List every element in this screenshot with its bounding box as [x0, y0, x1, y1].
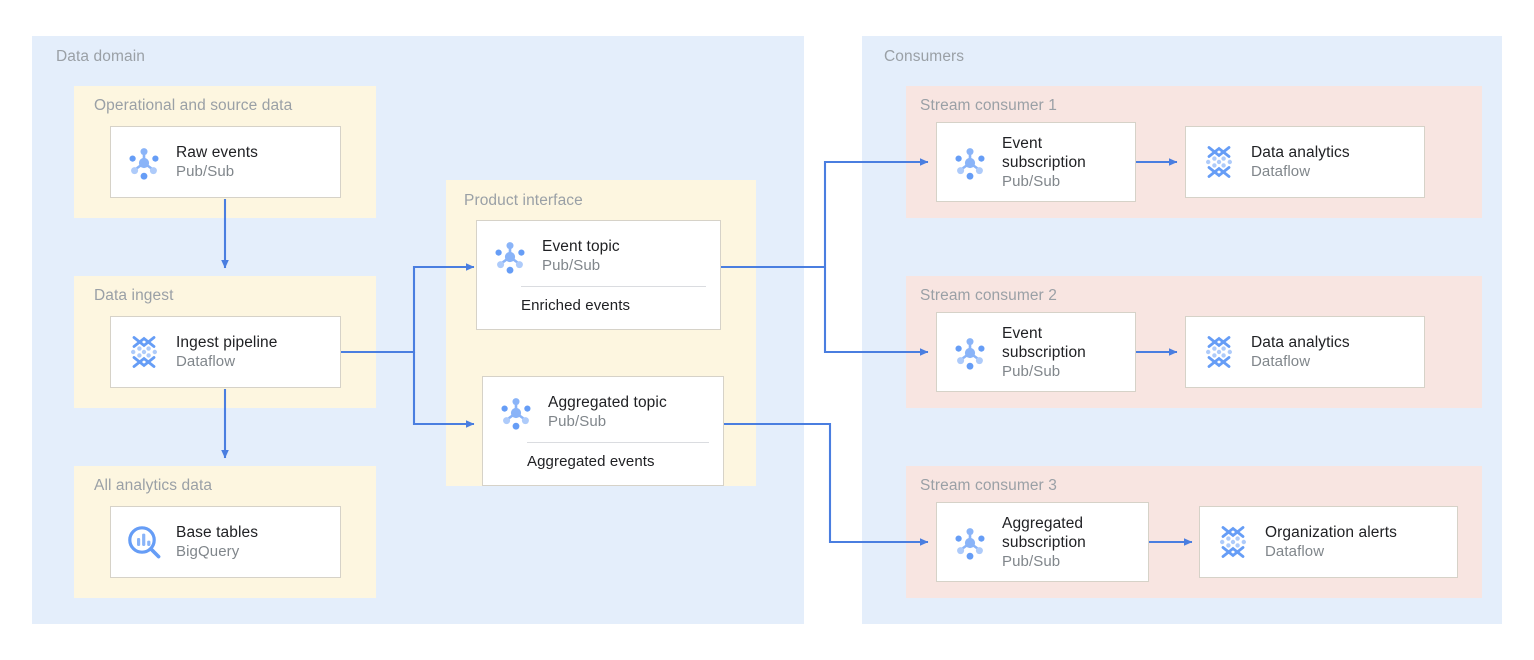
- group-label-product-interface: Product interface: [464, 192, 583, 209]
- card-text: Event subscription Pub/Sub: [1002, 324, 1125, 381]
- card-text: Data analytics Dataflow: [1251, 333, 1350, 371]
- card-subtitle: Pub/Sub: [1002, 362, 1061, 380]
- card-data-analytics-1[interactable]: Data analytics Dataflow: [1185, 126, 1425, 198]
- card-organization-alerts-3[interactable]: Organization alerts Dataflow: [1199, 506, 1458, 578]
- card-aggregated-subscription-3[interactable]: Aggregated subscription Pub/Sub: [936, 502, 1149, 582]
- pubsub-icon: [949, 141, 991, 183]
- card-event-subscription-2[interactable]: Event subscription Pub/Sub: [936, 312, 1136, 392]
- consumers-label: Consumers: [884, 48, 965, 65]
- group-label-data-ingest: Data ingest: [94, 287, 174, 304]
- card-data-analytics-2[interactable]: Data analytics Dataflow: [1185, 316, 1425, 388]
- card-text: Data analytics Dataflow: [1251, 143, 1350, 181]
- card-footer: Aggregated events: [527, 453, 655, 470]
- card-text: Aggregated topic Pub/Sub: [548, 393, 667, 431]
- card-subtitle: BigQuery: [176, 543, 240, 560]
- card-divider: [521, 286, 706, 287]
- group-label-stream-consumer-3: Stream consumer 3: [920, 477, 1057, 494]
- card-title: Event subscription: [1002, 134, 1086, 171]
- card-body: Base tables BigQuery: [111, 521, 340, 563]
- card-footer: Enriched events: [521, 297, 631, 314]
- card-subtitle: Pub/Sub: [1002, 172, 1061, 190]
- dataflow-icon: [1198, 331, 1240, 373]
- card-title: Data analytics: [1251, 144, 1350, 161]
- pubsub-icon: [489, 235, 531, 277]
- card-divider: [527, 442, 709, 443]
- card-text: Organization alerts Dataflow: [1265, 523, 1397, 561]
- card-body: Organization alerts Dataflow: [1200, 521, 1457, 563]
- card-title: Aggregated topic: [548, 394, 667, 411]
- card-aggregated-topic[interactable]: Aggregated topic Pub/Sub Aggregated even…: [482, 376, 724, 486]
- card-text: Raw events Pub/Sub: [176, 143, 258, 181]
- card-title: Raw events: [176, 144, 258, 161]
- card-base-tables[interactable]: Base tables BigQuery: [110, 506, 341, 578]
- card-body: Ingest pipeline Dataflow: [111, 331, 340, 373]
- card-text: Ingest pipeline Dataflow: [176, 333, 277, 371]
- card-title: Event topic: [542, 238, 620, 255]
- group-label-stream-consumer-1: Stream consumer 1: [920, 97, 1057, 114]
- card-title: Base tables: [176, 524, 259, 541]
- card-subtitle: Pub/Sub: [548, 413, 607, 430]
- card-body: Data analytics Dataflow: [1186, 331, 1424, 373]
- group-label-all-analytics-data: All analytics data: [94, 477, 213, 494]
- card-raw-events[interactable]: Raw events Pub/Sub: [110, 126, 341, 198]
- card-text: Base tables BigQuery: [176, 523, 258, 561]
- card-subtitle: Pub/Sub: [176, 163, 235, 180]
- card-subtitle: Pub/Sub: [542, 257, 601, 274]
- pubsub-icon: [949, 521, 991, 563]
- group-label-operational-and-source-data: Operational and source data: [94, 97, 293, 114]
- card-subtitle: Dataflow: [1265, 543, 1325, 560]
- dataflow-icon: [1212, 521, 1254, 563]
- card-subtitle: Dataflow: [1251, 353, 1311, 370]
- card-event-subscription-1[interactable]: Event subscription Pub/Sub: [936, 122, 1136, 202]
- card-subtitle: Dataflow: [176, 353, 236, 370]
- pubsub-icon: [123, 141, 165, 183]
- bigquery-icon: [123, 521, 165, 563]
- card-title: Organization alerts: [1265, 524, 1397, 541]
- dataflow-icon: [1198, 141, 1240, 183]
- card-title: Event subscription: [1002, 324, 1086, 361]
- card-text: Aggregated subscription Pub/Sub: [1002, 514, 1138, 571]
- card-body: Event subscription Pub/Sub: [937, 134, 1135, 191]
- data-domain-label: Data domain: [56, 48, 145, 65]
- pubsub-icon: [495, 391, 537, 433]
- card-title: Ingest pipeline: [176, 334, 278, 351]
- card-body: Raw events Pub/Sub: [111, 141, 340, 183]
- group-label-stream-consumer-2: Stream consumer 2: [920, 287, 1057, 304]
- card-body: Event subscription Pub/Sub: [937, 324, 1135, 381]
- card-text: Event topic Pub/Sub: [542, 237, 620, 275]
- card-text: Event subscription Pub/Sub: [1002, 134, 1125, 191]
- card-body: Event topic Pub/Sub: [477, 235, 720, 277]
- card-body: Aggregated subscription Pub/Sub: [937, 514, 1148, 571]
- dataflow-icon: [123, 331, 165, 373]
- card-subtitle: Pub/Sub: [1002, 552, 1061, 570]
- card-body: Aggregated topic Pub/Sub: [483, 391, 723, 433]
- card-title: Data analytics: [1251, 334, 1350, 351]
- pubsub-icon: [949, 331, 991, 373]
- card-subtitle: Dataflow: [1251, 163, 1311, 180]
- card-title: Aggregated subscription: [1002, 514, 1086, 551]
- card-event-topic[interactable]: Event topic Pub/Sub Enriched events: [476, 220, 721, 330]
- card-ingest-pipeline[interactable]: Ingest pipeline Dataflow: [110, 316, 341, 388]
- card-body: Data analytics Dataflow: [1186, 141, 1424, 183]
